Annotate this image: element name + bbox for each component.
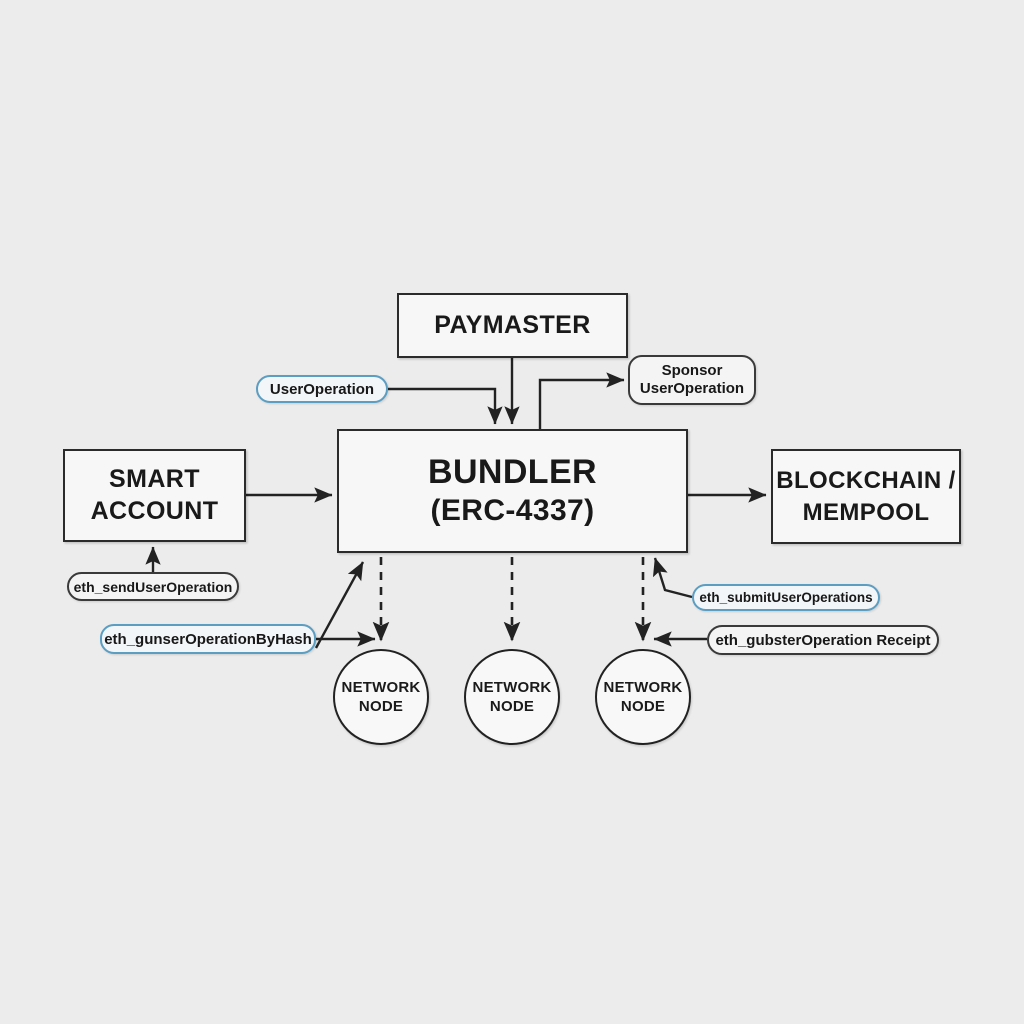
smart-account-box[interactable]: SMART ACCOUNT xyxy=(63,449,246,542)
blockchain-mempool-box[interactable]: BLOCKCHAIN / MEMPOOL xyxy=(771,449,961,544)
wire-get-userop-by-hash-to-bundler xyxy=(314,561,365,649)
network-node-2-label-line2: NODE xyxy=(489,698,535,715)
network-node-1-label-line2: NODE xyxy=(358,698,404,715)
useroperation-pill[interactable]: UserOperation xyxy=(256,375,388,403)
wire-submit-userops-to-bundler xyxy=(652,557,693,599)
bundler-box[interactable]: BUNDLER (ERC-4337) xyxy=(337,429,688,553)
network-node-1-label-line1: NETWORK xyxy=(341,678,421,696)
eth-get-user-operation-by-hash-pill[interactable]: eth_gunserOperationByHash xyxy=(100,624,316,654)
paymaster-box[interactable]: PAYMASTER xyxy=(397,293,628,358)
eth-get-user-operation-receipt-pill[interactable]: eth_gubsterOperation Receipt xyxy=(707,625,939,655)
network-node-3-label-line2: NODE xyxy=(620,698,666,715)
network-node-3-label-line1: NETWORK xyxy=(603,678,683,696)
wire-useroperation-to-bundler xyxy=(388,387,503,425)
wire-bundler-to-sponsor xyxy=(538,372,625,430)
useroperation-pill-label: UserOperation xyxy=(269,380,375,398)
network-node-2-label-line1: NETWORK xyxy=(472,678,552,696)
network-node-3[interactable]: NETWORK NODE xyxy=(595,649,691,745)
bundler-spec-label: (ERC-4337) xyxy=(430,493,595,527)
smart-account-label-line1: SMART xyxy=(109,465,200,494)
network-node-2[interactable]: NETWORK NODE xyxy=(464,649,560,745)
sponsor-useroperation-pill-label-line2: UserOperation xyxy=(639,380,745,397)
eth-get-user-operation-by-hash-pill-label: eth_gunserOperationByHash xyxy=(104,630,312,648)
network-node-1[interactable]: NETWORK NODE xyxy=(333,649,429,745)
sponsor-useroperation-pill-label-line1: Sponsor xyxy=(661,362,723,379)
eth-get-user-operation-receipt-pill-label: eth_gubsterOperation Receipt xyxy=(715,631,931,649)
smart-account-label-line2: ACCOUNT xyxy=(90,496,219,525)
paymaster-label: PAYMASTER xyxy=(434,311,591,339)
sponsor-useroperation-pill[interactable]: Sponsor UserOperation xyxy=(628,355,756,405)
eth-send-user-operation-pill-label: eth_sendUserOperation xyxy=(73,578,233,595)
eth-send-user-operation-pill[interactable]: eth_sendUserOperation xyxy=(67,572,239,601)
eth-submit-user-operations-pill-label: eth_submitUserOperations xyxy=(699,590,873,605)
blockchain-label-line2: MEMPOOL xyxy=(802,498,930,526)
blockchain-label-line1: BLOCKCHAIN / xyxy=(776,467,956,495)
eth-submit-user-operations-pill[interactable]: eth_submitUserOperations xyxy=(692,584,880,611)
bundler-label: BUNDLER xyxy=(427,453,597,492)
